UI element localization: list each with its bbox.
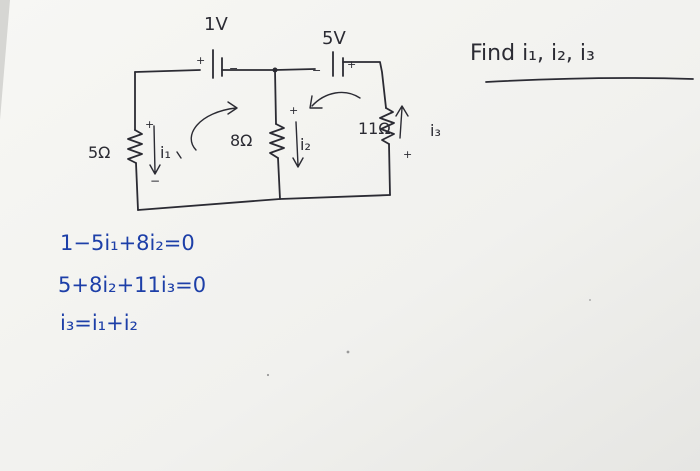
tick-mark (176, 151, 182, 159)
equation-2: 5+8i₂+11i₃=0 (58, 273, 206, 297)
left-wire-lower (135, 162, 139, 211)
source-1v-label: 1V (204, 14, 228, 35)
r2-plus: + (289, 104, 298, 117)
resistor-5ohm (127, 129, 143, 164)
equation-1: 1−5i₁+8i₂=0 (60, 231, 195, 255)
loop-arrow-right (309, 91, 361, 109)
r3-plus: + (403, 148, 412, 161)
task-underline (485, 77, 694, 83)
middle-wire-upper (274, 69, 277, 125)
arrow-i1 (149, 125, 161, 175)
source-5v-minus: − (312, 64, 321, 77)
top-wire-right (342, 61, 387, 109)
right-wire-lower (388, 143, 391, 196)
resistor-11ohm-label: 11Ω (358, 119, 391, 138)
circuit-diagram: 1V 5V + − − + 5Ω + − i₁ 8Ω + i₂ 11Ω + i₃ (88, 14, 441, 211)
top-wire-left (134, 69, 201, 73)
current-i1-label: i₁ (160, 143, 171, 162)
source-1v-minus: − (229, 62, 238, 75)
current-i3-label: i₃ (430, 121, 441, 140)
paper-specks (266, 299, 591, 377)
middle-wire-lower (277, 157, 281, 200)
source-5v-label: 5V (322, 28, 346, 49)
source-1v-plus: + (196, 54, 205, 67)
r1-minus: − (150, 174, 160, 188)
equations-block: 1−5i₁+8i₂=0 5+8i₂+11i₃=0 i₃=i₁+i₂ (58, 231, 206, 335)
source-5v-plus: + (347, 58, 356, 71)
task-statement: Find i₁, i₂, i₃ (470, 41, 694, 83)
arrow-i2 (292, 121, 304, 168)
current-i2-label: i₂ (300, 135, 311, 154)
equation-3: i₃=i₁+i₂ (60, 311, 138, 335)
arrow-i3 (395, 105, 409, 139)
r1-plus: + (145, 118, 154, 131)
resistor-11ohm (379, 107, 395, 145)
loop-arrow-left (190, 101, 238, 151)
resistor-8ohm-label: 8Ω (230, 131, 252, 150)
resistor-8ohm (269, 123, 285, 159)
task-title: Find i₁, i₂, i₃ (470, 41, 595, 66)
resistor-5ohm-label: 5Ω (88, 143, 110, 162)
